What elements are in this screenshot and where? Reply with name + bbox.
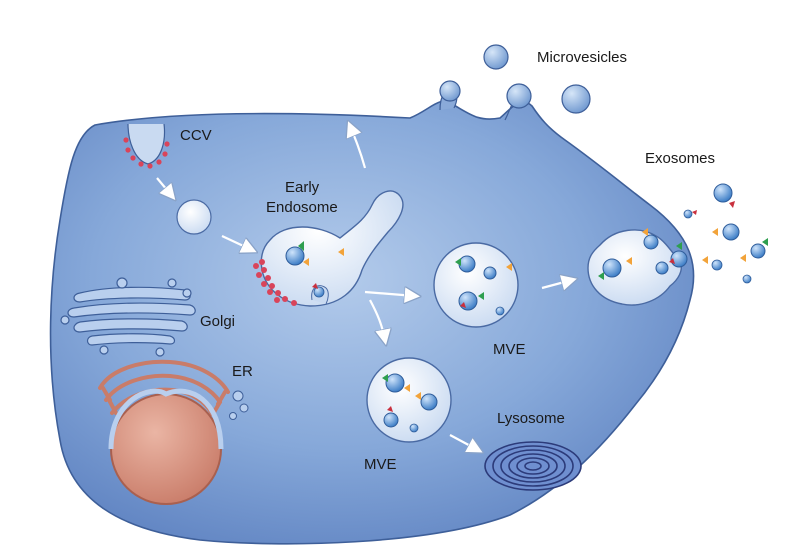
red-marker bbox=[387, 406, 393, 412]
orange-marker bbox=[338, 248, 344, 256]
nuclear-envelope bbox=[108, 388, 224, 450]
label-exosomes: Exosomes bbox=[645, 150, 715, 167]
mve-right bbox=[433, 242, 519, 328]
intraluminal-vesicle bbox=[285, 246, 305, 266]
lysosome bbox=[484, 441, 582, 491]
endosome-clathrin-patch bbox=[253, 259, 297, 306]
label-golgi: Golgi bbox=[200, 313, 235, 330]
microvesicle-bud-head bbox=[506, 83, 532, 109]
golgi-apparatus bbox=[60, 277, 196, 357]
fusing-mve bbox=[587, 229, 682, 306]
green-marker bbox=[455, 258, 461, 266]
label-early-endosome-line1: Early bbox=[285, 179, 320, 196]
green-marker bbox=[478, 292, 484, 300]
label-mve-lower: MVE bbox=[364, 456, 397, 473]
ccv-pit bbox=[127, 123, 166, 165]
microvesicle-bud-head bbox=[439, 80, 461, 102]
intraluminal-vesicle bbox=[458, 255, 476, 273]
label-mve-right: MVE bbox=[493, 341, 526, 358]
exosome-releasing bbox=[670, 250, 688, 268]
red-marker bbox=[312, 283, 318, 289]
clathrin-coat bbox=[123, 137, 170, 169]
intraluminal-vesicle bbox=[643, 234, 659, 250]
intraluminal-vesicle bbox=[420, 393, 438, 411]
intraluminal-vesicle bbox=[483, 266, 497, 280]
orange-marker bbox=[404, 384, 410, 392]
mve-lower bbox=[366, 357, 452, 443]
orange-marker bbox=[626, 257, 632, 265]
uncoated-vesicle bbox=[176, 199, 212, 235]
orange-marker bbox=[740, 254, 746, 262]
label-early-endosome-line2: Endosome bbox=[266, 199, 338, 216]
intraluminal-vesicle bbox=[602, 258, 622, 278]
intraluminal-vesicle bbox=[383, 412, 399, 428]
label-lysosome: Lysosome bbox=[497, 410, 565, 427]
orange-marker bbox=[303, 258, 309, 266]
exosome bbox=[683, 209, 693, 219]
er-vesicles bbox=[229, 390, 249, 420]
microvesicle bbox=[483, 44, 509, 70]
orange-marker bbox=[506, 263, 512, 271]
pathway-arrows bbox=[156, 126, 572, 450]
label-er: ER bbox=[232, 363, 253, 380]
exosome bbox=[750, 243, 766, 259]
intraluminal-vesicle bbox=[655, 261, 669, 275]
intraluminal-vesicle bbox=[385, 373, 405, 393]
nucleus bbox=[110, 393, 222, 505]
green-marker bbox=[598, 272, 604, 280]
red-marker bbox=[460, 302, 466, 308]
label-microvesicles: Microvesicles bbox=[537, 49, 627, 66]
orange-marker bbox=[702, 256, 708, 264]
green-marker bbox=[762, 238, 768, 246]
exosome bbox=[742, 274, 752, 284]
red-marker bbox=[669, 258, 675, 264]
orange-marker bbox=[642, 228, 648, 236]
intraluminal-vesicle bbox=[495, 306, 505, 316]
green-marker bbox=[676, 242, 682, 250]
intraluminal-vesicle bbox=[458, 291, 478, 311]
intraluminal-vesicle bbox=[409, 423, 419, 433]
red-marker bbox=[729, 201, 735, 208]
label-ccv: CCV bbox=[180, 127, 212, 144]
intraluminal-vesicle bbox=[313, 286, 325, 298]
orange-marker bbox=[712, 228, 718, 236]
green-marker bbox=[298, 241, 304, 251]
orange-marker bbox=[415, 392, 421, 400]
microvesicle bbox=[561, 84, 591, 114]
exosome bbox=[722, 223, 740, 241]
exosome bbox=[711, 259, 723, 271]
green-marker bbox=[382, 374, 388, 382]
red-marker bbox=[692, 210, 697, 215]
exosome bbox=[713, 183, 733, 203]
